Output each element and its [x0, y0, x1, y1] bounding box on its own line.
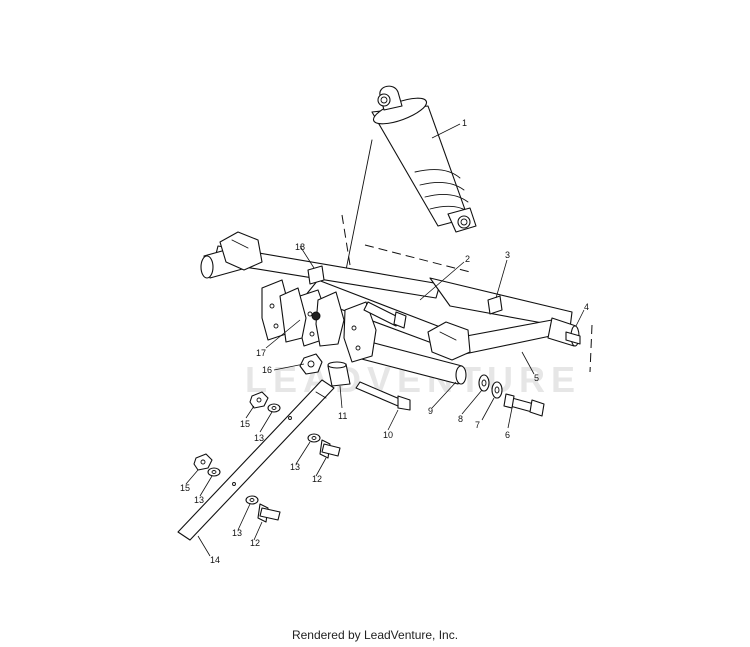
wear-strip [177, 379, 335, 541]
swing-arm [200, 231, 581, 385]
callout-17: 17 [256, 348, 266, 358]
callout-6: 6 [505, 430, 510, 440]
callout-13-d: 13 [232, 528, 242, 538]
callout-15-lower: 15 [180, 483, 190, 493]
long-bolt [355, 381, 411, 411]
callout-13-c: 13 [194, 495, 204, 505]
callout-16: 16 [262, 365, 272, 375]
callout-14: 14 [210, 555, 220, 565]
callout-1: 1 [462, 118, 467, 128]
callout-13-b: 13 [290, 462, 300, 472]
upper-hardware [249, 391, 341, 459]
shock-absorber [344, 85, 477, 276]
nut [299, 353, 323, 375]
callout-12-upper: 12 [312, 474, 322, 484]
callout-4: 4 [584, 302, 589, 312]
callout-3: 3 [505, 250, 510, 260]
callout-12-lower: 12 [250, 538, 260, 548]
callout-15-upper: 15 [240, 419, 250, 429]
washers-and-bolt [478, 374, 545, 417]
callout-5: 5 [534, 373, 539, 383]
footer-credit: Rendered by LeadVenture, Inc. [291, 628, 459, 642]
lower-hardware [193, 453, 281, 523]
callout-18: 18 [295, 242, 305, 252]
leader-lines [185, 123, 585, 557]
callout-labels: 1 2 3 4 5 6 7 8 9 10 11 12 12 13 13 13 1… [180, 118, 589, 565]
callout-8: 8 [458, 414, 463, 424]
callout-7: 7 [475, 420, 480, 430]
callout-9: 9 [428, 406, 433, 416]
spacer [327, 361, 351, 387]
callout-2: 2 [465, 254, 470, 264]
callout-10: 10 [383, 430, 393, 440]
callout-11: 11 [338, 411, 347, 421]
callout-13-a: 13 [254, 433, 264, 443]
